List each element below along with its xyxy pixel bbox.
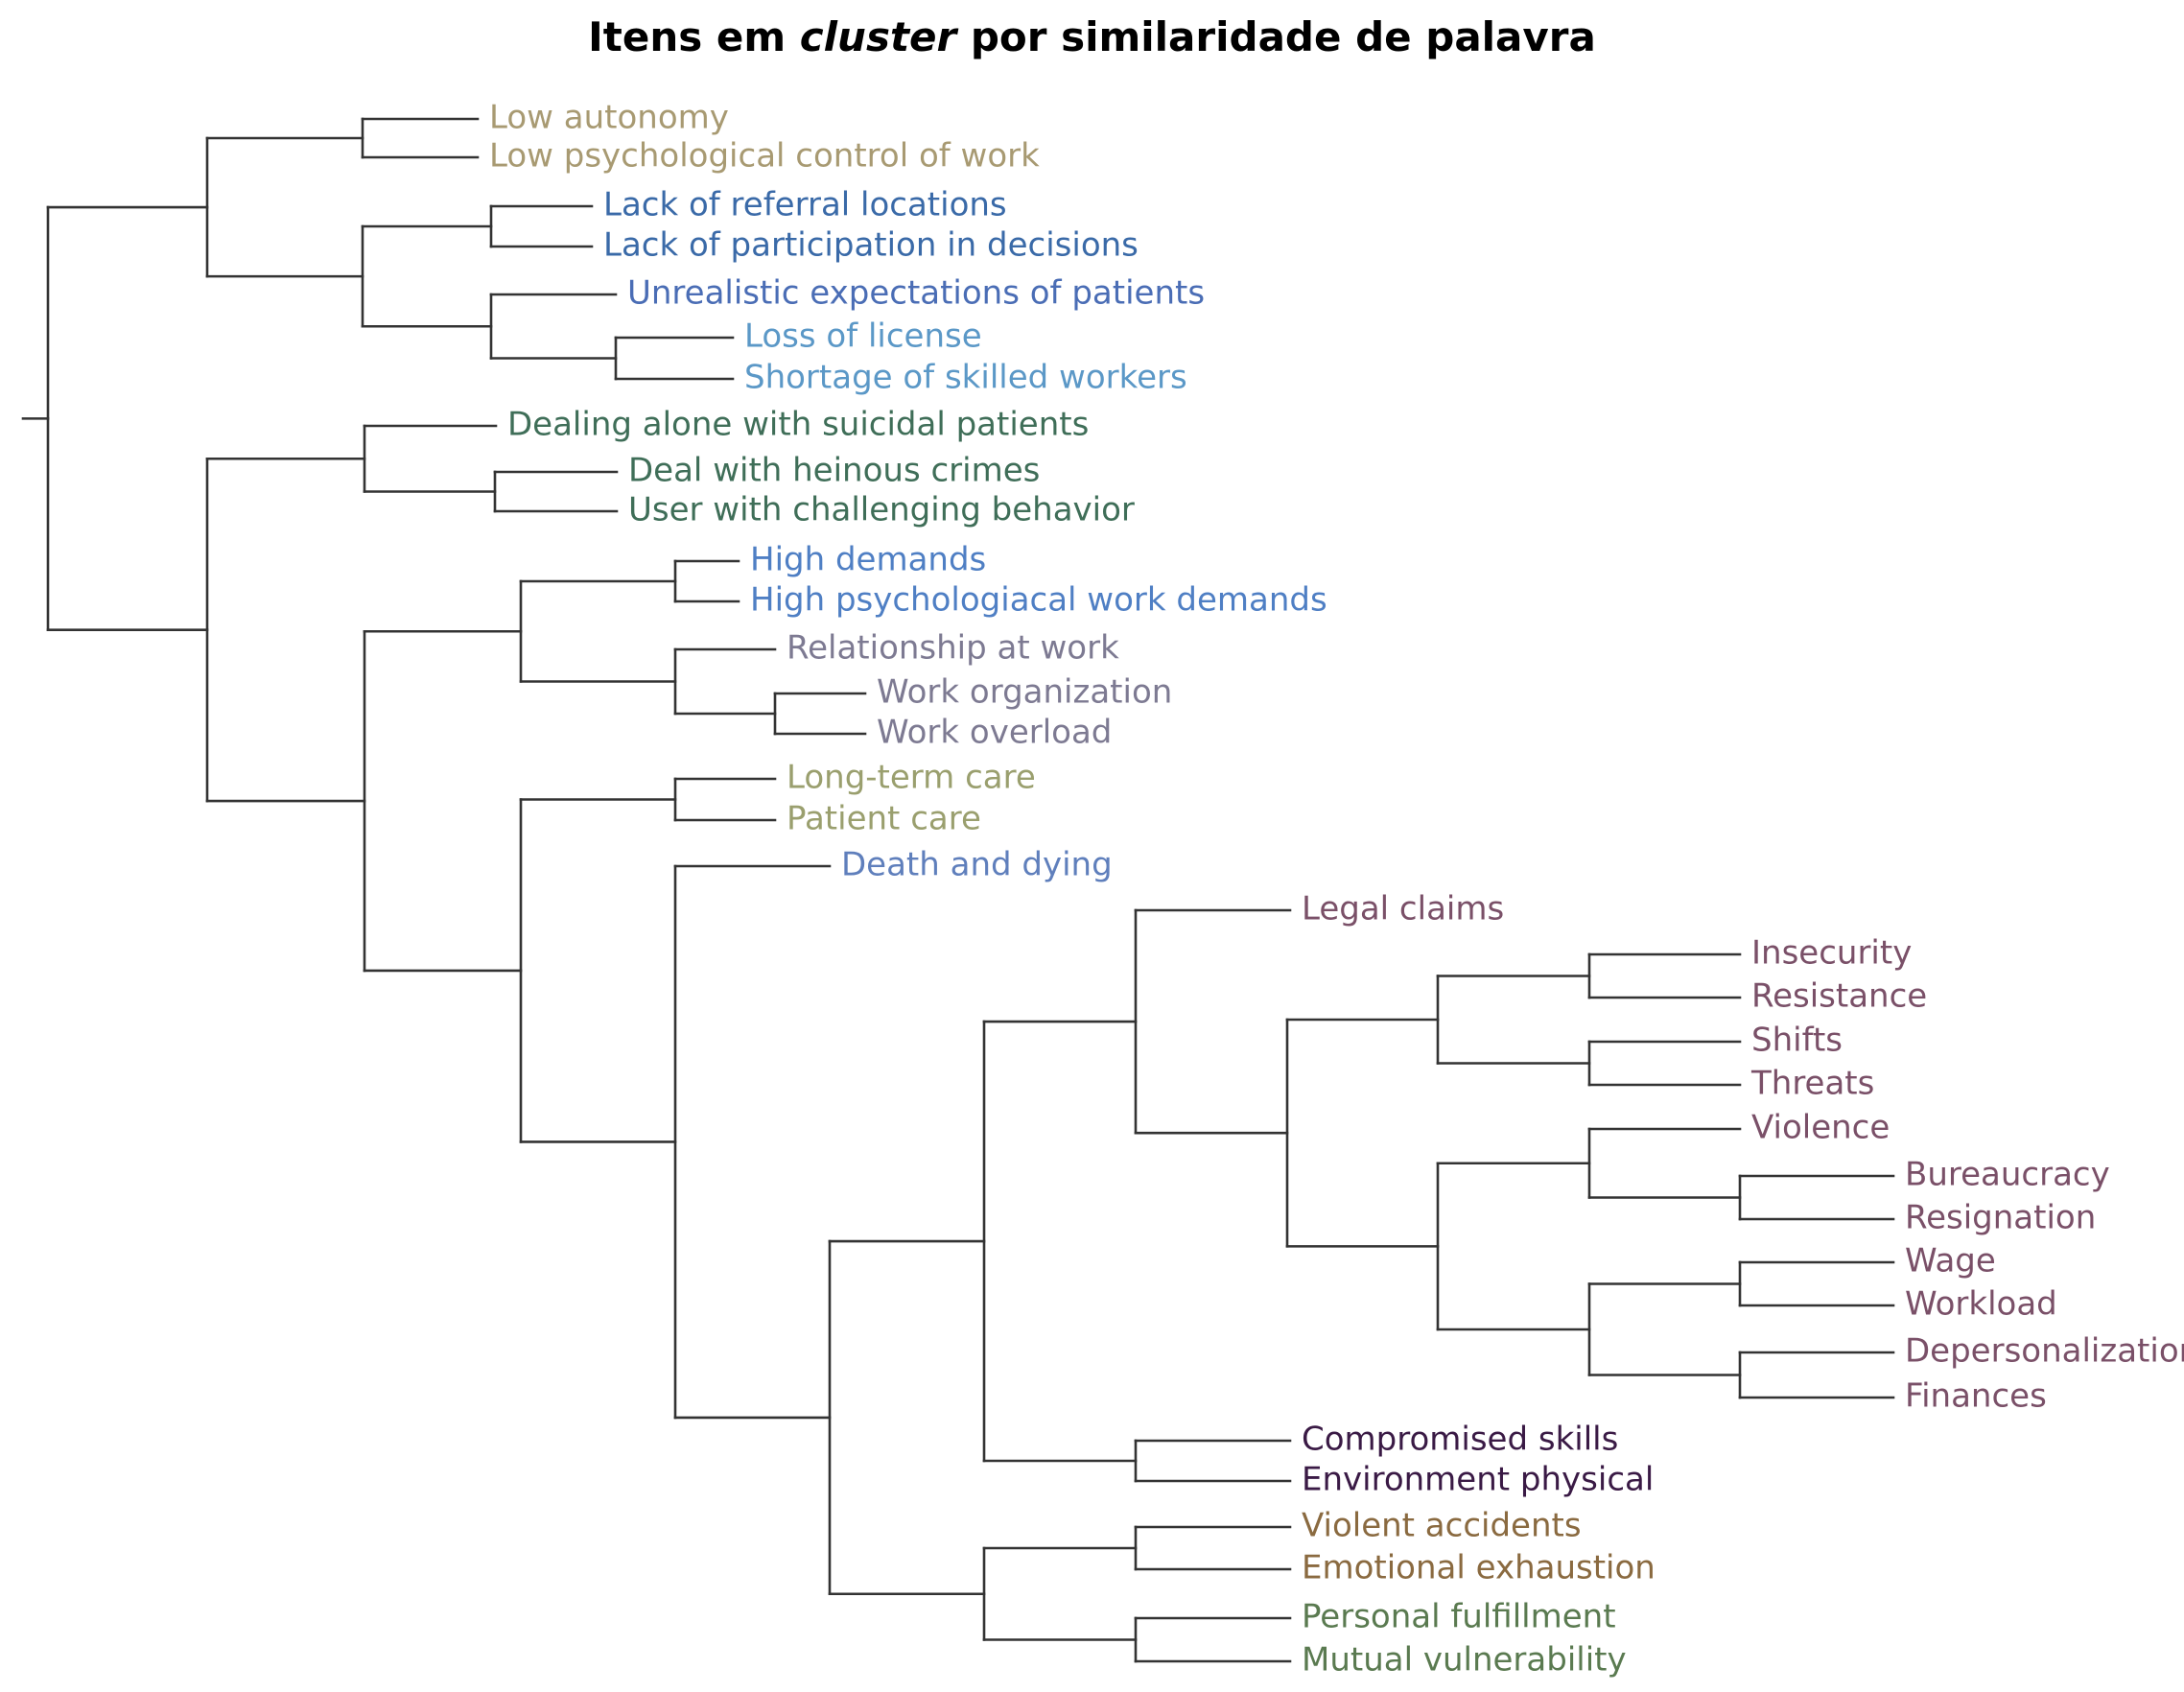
leaf-label-patient-care: Patient care (787, 800, 981, 838)
leaf-label-shortage: Shortage of skilled workers (744, 359, 1187, 397)
title-text-1: Itens em (588, 13, 800, 60)
leaf-label-workload: Workload (1905, 1285, 2057, 1324)
leaf-label-resignation: Resignation (1905, 1199, 2096, 1237)
leaf-label-insecurity: Insecurity (1751, 934, 1912, 973)
leaf-label-heinous: Deal with heinous crimes (628, 452, 1040, 490)
leaf-label-user-challenging: User with challenging behavior (628, 491, 1135, 529)
leaf-label-personal: Personal fulfillment (1302, 1598, 1616, 1636)
leaf-label-low-autonomy: Low autonomy (489, 99, 729, 137)
leaf-label-compromised: Compromised skills (1302, 1421, 1618, 1459)
leaf-label-dealing-alone: Dealing alone with suicidal patients (507, 406, 1089, 444)
title-text-2: por similaridade de palavra (956, 13, 1596, 60)
leaf-label-finances: Finances (1905, 1377, 2047, 1416)
chart-title: Itens em cluster por similaridade de pal… (0, 13, 2184, 60)
leaf-label-depersonalization: Depersonalization (1905, 1332, 2184, 1371)
leaf-label-env-physical: Environment physical (1302, 1461, 1654, 1499)
leaf-label-loss-license: Loss of license (744, 317, 982, 356)
leaf-label-mutual: Mutual vulnerability (1302, 1641, 1627, 1680)
leaf-label-violent-acc: Violent accidents (1302, 1507, 1582, 1545)
leaf-label-work-overload: Work overload (877, 714, 1112, 752)
title-text-italic: cluster (799, 13, 957, 60)
leaf-label-violence: Violence (1751, 1109, 1890, 1147)
leaf-label-legal: Legal claims (1302, 890, 1504, 928)
leaf-label-threats: Threats (1750, 1065, 1874, 1103)
leaf-label-wage: Wage (1905, 1242, 1996, 1281)
leaf-label-low-psych-control: Low psychological control of work (489, 137, 1040, 176)
leaf-label-bureaucracy: Bureaucracy (1905, 1156, 2110, 1194)
leaf-label-lack-referral: Lack of referral locations (603, 186, 1007, 224)
leaf-label-shifts: Shifts (1751, 1022, 1843, 1060)
leaf-label-lack-participation: Lack of participation in decisions (603, 226, 1139, 265)
leaf-label-unrealistic: Unrealistic expectations of patients (627, 274, 1205, 313)
leaf-label-high-demands: High demands (750, 541, 986, 579)
leaf-label-long-term: Long-term care (787, 759, 1036, 797)
leaf-label-relationship: Relationship at work (787, 629, 1119, 668)
leaf-label-death: Death and dying (841, 846, 1113, 884)
leaf-label-work-org: Work organization (877, 673, 1172, 712)
leaf-label-resistance: Resistance (1751, 977, 1927, 1016)
leaf-label-high-psych-demands: High psychologiacal work demands (750, 581, 1327, 620)
leaf-label-emotional: Emotional exhaustion (1302, 1549, 1656, 1587)
